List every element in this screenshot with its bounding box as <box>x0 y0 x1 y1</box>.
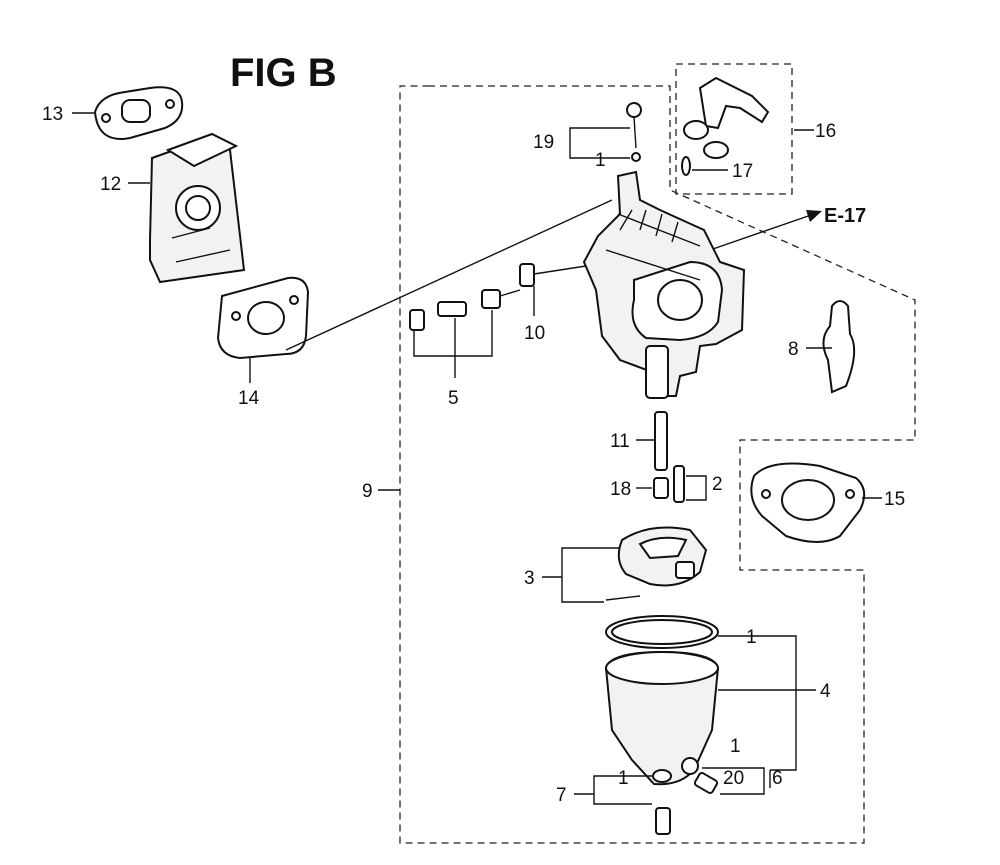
float-3 <box>605 526 708 601</box>
callout-1-top: 1 <box>595 150 606 171</box>
carburetor-body <box>582 170 746 399</box>
main-jet-18 <box>653 477 669 499</box>
callout-2: 2 <box>712 474 723 495</box>
callout-19: 19 <box>533 132 554 153</box>
callout-7: 7 <box>556 785 567 806</box>
chamber-gasket-1 <box>605 615 719 649</box>
screw-set-5 <box>409 289 521 331</box>
callout-20: 20 <box>723 768 744 789</box>
insulator-plate-12 <box>149 132 246 284</box>
gasket-14 <box>216 276 310 360</box>
figure-title: FIG B <box>230 51 337 95</box>
callout-1-gasket: 1 <box>746 627 757 648</box>
screw-19 <box>626 102 642 162</box>
drain-screw-20 <box>681 757 719 794</box>
float-chamber-4 <box>604 650 720 786</box>
pilot-screw-10 <box>519 263 587 287</box>
callout-17: 17 <box>732 161 753 182</box>
callout-11: 11 <box>610 431 630 452</box>
reference-label: E-17 <box>824 205 866 227</box>
callout-3: 3 <box>524 568 535 589</box>
callout-15: 15 <box>884 489 905 510</box>
callout-5: 5 <box>448 388 459 409</box>
o-ring-17 <box>681 156 691 176</box>
callout-1-drain: 1 <box>730 736 741 757</box>
gasket-15 <box>750 462 866 543</box>
callout-6: 6 <box>772 768 783 789</box>
bolt-7 <box>652 769 672 835</box>
reference-arrow <box>709 210 822 251</box>
main-nozzle-11 <box>654 411 668 471</box>
jet-screw-2 <box>673 465 685 503</box>
callout-16: 16 <box>815 121 836 142</box>
choke-lever-16 <box>683 76 770 159</box>
callout-14: 14 <box>238 388 260 409</box>
callout-10: 10 <box>524 323 545 344</box>
gasket-13 <box>93 86 184 140</box>
callout-4: 4 <box>820 681 831 702</box>
callout-1-bolt: 1 <box>618 768 629 789</box>
callout-8: 8 <box>788 339 799 360</box>
float-pin-8 <box>822 300 856 394</box>
callout-9: 9 <box>362 481 373 502</box>
callout-13: 13 <box>42 104 63 125</box>
assembly-boundary <box>399 63 916 844</box>
callout-18: 18 <box>610 479 631 500</box>
callout-12: 12 <box>100 174 121 195</box>
